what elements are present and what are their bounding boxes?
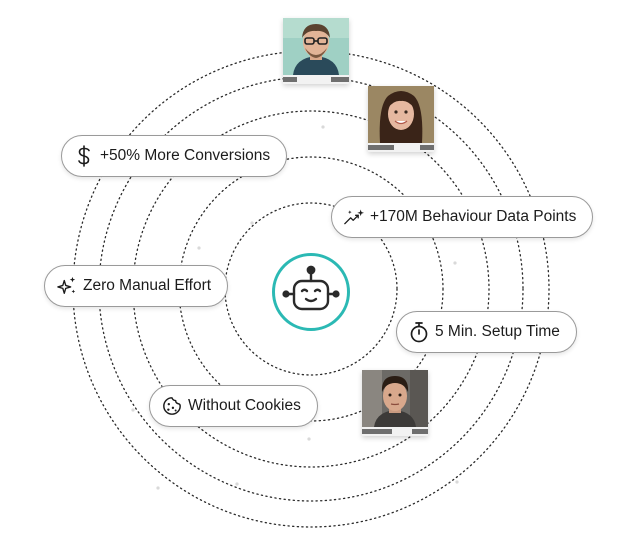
person-photo-icon (368, 86, 434, 143)
feature-label: +170M Behaviour Data Points (370, 208, 577, 225)
center-bot-badge (272, 253, 350, 331)
feature-pill-without-cookies: Without Cookies (149, 385, 318, 427)
person-photo-icon (283, 18, 349, 75)
feature-pill-manual-effort: Zero Manual Effort (44, 265, 229, 307)
stopwatch-icon (409, 322, 429, 343)
feature-pill-conversions: +50% More Conversions (61, 135, 288, 177)
avatar-caption-bar (362, 427, 428, 436)
dollar-sign-icon (74, 145, 94, 167)
feature-pill-data-points: +170M Behaviour Data Points (331, 196, 594, 238)
avatar-caption-bar (368, 143, 434, 152)
orbit-ring-3 (132, 110, 490, 468)
feature-label: Without Cookies (188, 397, 301, 414)
feature-label: 5 Min. Setup Time (435, 323, 560, 340)
decor-dots (131, 125, 459, 490)
avatar-woman-smiling (368, 86, 434, 152)
cookie-icon (162, 396, 182, 416)
trend-sparkle-icon (344, 207, 364, 227)
avatar-caption-bar (283, 75, 349, 84)
orbit-ring-5 (72, 50, 550, 528)
person-photo-icon (362, 370, 428, 427)
orbit-ring-1 (224, 202, 398, 376)
robot-face-icon (282, 265, 340, 311)
feature-label: Zero Manual Effort (83, 277, 212, 294)
feature-pill-setup-time: 5 Min. Setup Time (396, 311, 577, 353)
avatar-man-glasses (283, 18, 349, 84)
feature-label: +50% More Conversions (100, 147, 271, 164)
avatar-man-dark-hair (362, 370, 428, 436)
sparkles-icon (57, 276, 77, 296)
